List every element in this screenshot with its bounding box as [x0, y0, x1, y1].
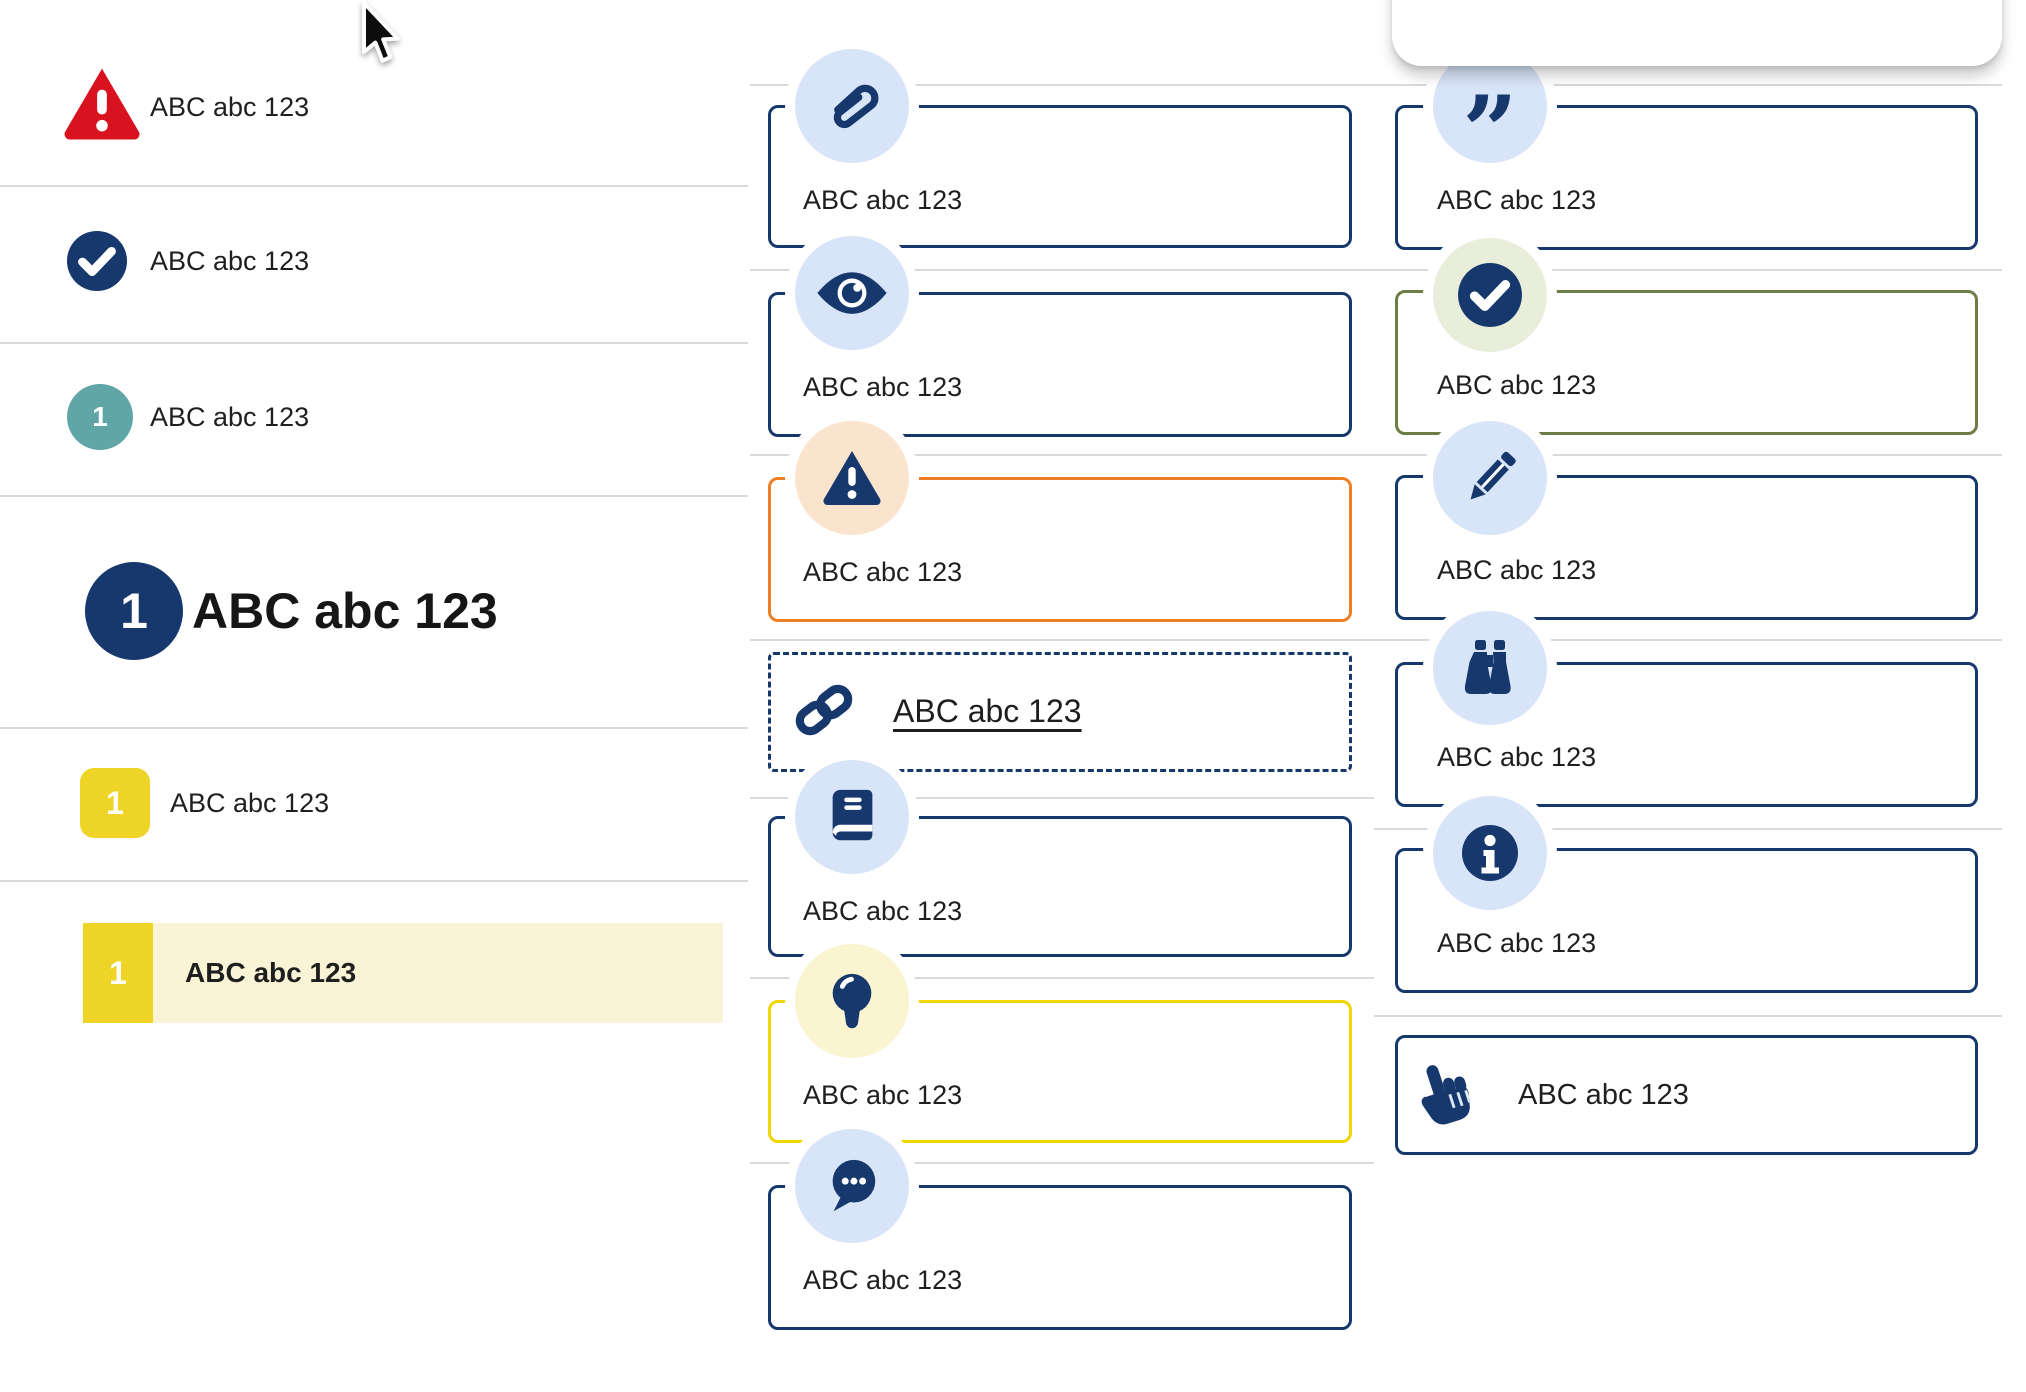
section-heading: ABC abc 123: [192, 583, 498, 639]
link-card[interactable]: [768, 652, 1352, 772]
book-icon: [795, 760, 909, 874]
card-label: ABC abc 123: [803, 372, 963, 402]
card-label: ABC abc 123: [803, 1080, 963, 1110]
divider: [0, 495, 748, 497]
numbered-square-yellow[interactable]: 1: [80, 768, 150, 838]
pencil-icon: [1433, 421, 1547, 535]
card-label: ABC abc 123: [803, 185, 963, 215]
alert-triangle-icon: [795, 421, 909, 535]
check-circle-icon: [66, 230, 128, 292]
callout-card: [768, 292, 1352, 437]
step-number: 1: [92, 401, 108, 432]
card-label: ABC abc 123: [1437, 185, 1597, 215]
step-number: 1: [106, 784, 124, 821]
divider: [750, 454, 2002, 456]
list-item-label: ABC abc 123: [150, 92, 310, 122]
divider: [0, 185, 748, 187]
quote-icon: ”: [1433, 49, 1547, 180]
highlighted-row[interactable]: [83, 923, 723, 1023]
numbered-circle-navy-large: 1: [85, 562, 183, 660]
card-label: ABC abc 123: [1437, 742, 1597, 772]
inline-link[interactable]: ABC abc 123: [893, 693, 1082, 729]
divider: [750, 639, 2002, 641]
numbered-circle-teal: 1: [67, 384, 133, 450]
info-icon: [1433, 796, 1547, 910]
list-item-label: ABC abc 123: [150, 402, 310, 432]
divider: [750, 977, 1374, 979]
card-label: ABC abc 123: [803, 1265, 963, 1295]
check-circle-icon: [1433, 238, 1547, 352]
divider: [0, 342, 748, 344]
divider: [750, 269, 2002, 271]
eye-icon: [795, 236, 909, 350]
step-number: 1: [109, 954, 127, 991]
list-item-label: ABC abc 123: [185, 957, 357, 988]
quote-card: [1395, 105, 1978, 250]
card-label: ABC abc 123: [1437, 928, 1597, 958]
card-label: ABC abc 123: [1437, 555, 1597, 585]
divider: [750, 84, 2002, 86]
pointing-hand-icon: [1412, 1056, 1482, 1128]
numbered-square-yellow[interactable]: 1: [83, 923, 153, 1023]
lightbulb-icon: [795, 944, 909, 1058]
cursor-arrow-icon: [358, 1, 406, 75]
divider: [1374, 828, 2002, 830]
list-item-label: ABC abc 123: [170, 788, 330, 818]
card-label: ABC abc 123: [1437, 370, 1597, 400]
divider: [750, 1162, 1374, 1164]
link-icon: [791, 677, 857, 743]
divider: [0, 880, 748, 882]
divider: [0, 727, 748, 729]
card-label: ABC abc 123: [803, 557, 963, 587]
alert-triangle-icon: [60, 64, 144, 144]
speech-bubble-icon: [795, 1129, 909, 1243]
action-card[interactable]: [1395, 1035, 1978, 1155]
step-number: 1: [120, 583, 148, 639]
list-item-label: ABC abc 123: [150, 246, 310, 276]
page-sheet-corner: [1392, 0, 2002, 66]
binoculars-icon: [1433, 611, 1547, 725]
divider: [1374, 1015, 2002, 1017]
divider: [750, 797, 1374, 799]
card-label: ABC abc 123: [1518, 1079, 1689, 1111]
card-label: ABC abc 123: [803, 896, 963, 926]
paperclip-icon: [795, 49, 909, 163]
